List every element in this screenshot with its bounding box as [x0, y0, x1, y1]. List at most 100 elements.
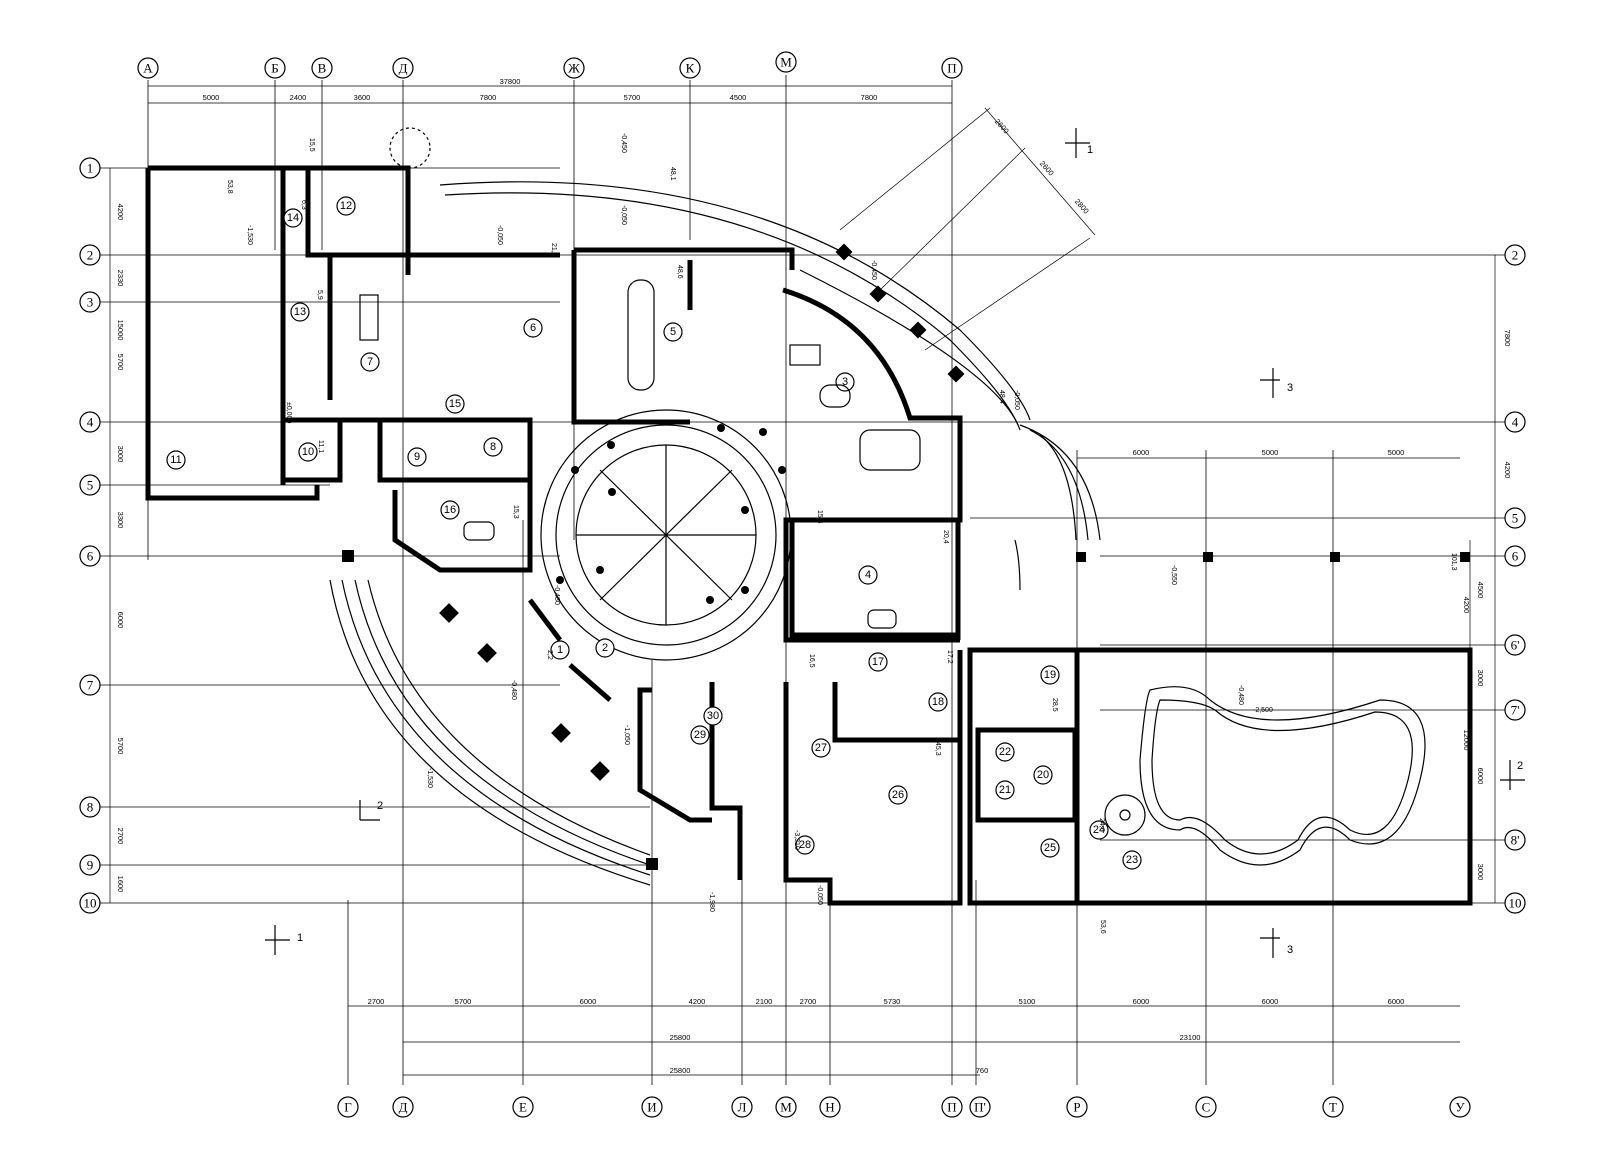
room-number: 21 [999, 784, 1011, 796]
room-number: 14 [287, 212, 299, 224]
dim-text: 4200 [1462, 597, 1471, 614]
dim-text: 7800 [1503, 330, 1512, 347]
axis-label: 9 [87, 858, 94, 873]
level-marks: -1,530 -0,050 -0,450 -0,450 -0,050 -0,48… [246, 133, 1273, 912]
axis-label: 2 [1512, 248, 1519, 263]
section-mark: 1 [1087, 144, 1093, 156]
room-number: 22 [999, 746, 1011, 758]
room-number: 8 [490, 441, 496, 453]
level-mark: -3,310 [793, 830, 800, 850]
curved-elements [329, 127, 1426, 886]
axis-label: П [947, 61, 956, 76]
axis-label: М [780, 55, 792, 70]
axis-label: А [143, 61, 153, 76]
axis-label: 10 [1509, 896, 1522, 911]
dim-text: 25800 [670, 1066, 691, 1075]
area-label: 48,1 [669, 167, 676, 181]
level-mark: -0,450 [870, 260, 877, 280]
axis-label: 6' [1511, 638, 1520, 653]
dim-text: 3600 [354, 93, 371, 102]
area-label: 16,5 [808, 654, 815, 668]
room-number: 6 [530, 322, 536, 334]
level-mark: -0,050 [816, 885, 823, 905]
dim-text: 7800 [480, 93, 497, 102]
area-label: 48,4 [998, 390, 1005, 404]
area-label: 15,5 [308, 138, 315, 152]
axis-label: С [1202, 1100, 1211, 1115]
room-number: 13 [294, 306, 306, 318]
room-number: 1 [557, 644, 563, 656]
area-label: 45,3 [934, 742, 941, 756]
room-number: 17 [872, 656, 884, 668]
section-markers: 1 1 2 2 3 3 [265, 128, 1525, 958]
area-label: 24,6 [1098, 818, 1105, 832]
dim-text: 6000 [1133, 997, 1150, 1006]
columns [342, 243, 1470, 870]
axis-label: 5 [87, 478, 94, 493]
top-axis-bubbles: А Б В Д Ж К М П [137, 51, 963, 79]
axis-label: В [318, 61, 327, 76]
axis-label: Д [399, 61, 408, 76]
dim-text: 2100 [756, 997, 773, 1006]
diagonal-dimension-rays [839, 107, 1096, 351]
room-number: 3 [842, 376, 848, 388]
dim-text: 760 [976, 1066, 989, 1075]
level-mark: -2,500 [1253, 707, 1273, 714]
area-label: 17,2 [946, 650, 953, 664]
level-mark: ±0,000 [285, 402, 292, 423]
walls [145, 165, 1473, 906]
room-number: 10 [302, 446, 314, 458]
dim-text: 4200 [1503, 462, 1512, 479]
dim-text: 5730 [884, 997, 901, 1006]
section-mark: 3 [1287, 944, 1293, 956]
dim-text: 6000 [1476, 768, 1485, 785]
dim-text: 3000 [1476, 864, 1485, 881]
area-label: 53,8 [226, 180, 233, 194]
dim-text: 1600 [116, 876, 125, 893]
level-mark: -1,530 [426, 768, 433, 788]
dim-text: 6000 [116, 612, 125, 629]
dim-text: 2330 [116, 270, 125, 287]
dim-text: 2700 [800, 997, 817, 1006]
room-number: 20 [1037, 769, 1049, 781]
room-number: 12 [340, 200, 352, 212]
dim-text: 5100 [1019, 997, 1036, 1006]
axis-label: 4 [87, 415, 94, 430]
dim-text: 2400 [290, 93, 307, 102]
furniture [359, 279, 921, 629]
room-number: 23 [1126, 854, 1138, 866]
room-labels: 1 2 3 4 5 6 7 8 9 10 11 12 13 14 15 16 1… [166, 196, 1142, 870]
axis-label: 7' [1511, 703, 1520, 718]
axis-label: 1 [87, 161, 94, 176]
area-label: 101,3 [1450, 553, 1457, 571]
room-number: 15 [449, 398, 461, 410]
axis-label: 4 [1512, 415, 1519, 430]
dim-text: 2700 [116, 828, 125, 845]
room-number: 16 [444, 504, 456, 516]
level-mark: -0,050 [620, 205, 627, 225]
area-label: 21,2 [550, 243, 557, 257]
axis-label: Р [1073, 1100, 1080, 1115]
level-mark: -0,480 [553, 585, 560, 605]
axis-label: У [1455, 1100, 1465, 1115]
dim-text: 5000 [203, 93, 220, 102]
room-number: 24 [1093, 824, 1105, 836]
area-label: 2,2 [546, 650, 553, 660]
grid-lines [100, 75, 1505, 1085]
area-label: 20,4 [942, 530, 949, 544]
axis-label: 8 [87, 800, 94, 815]
room-number: 28 [799, 839, 811, 851]
room-number: 9 [414, 451, 420, 463]
room-number: 29 [694, 729, 706, 741]
dim-text: 6000 [1262, 997, 1279, 1006]
dimension-texts: 37800 5000 2400 3600 7800 5700 4500 7800… [116, 77, 1512, 1075]
left-axis-bubbles: 1 2 3 4 5 6 7 8 9 10 [79, 157, 101, 914]
room-number: 4 [865, 569, 871, 581]
room-number: 30 [707, 710, 719, 722]
area-label: 53,6 [1099, 920, 1106, 934]
dim-text: 4500 [1476, 582, 1485, 599]
dim-text: 6000 [1388, 997, 1405, 1006]
axis-label: 6 [87, 549, 94, 564]
room-number: 27 [815, 742, 827, 754]
